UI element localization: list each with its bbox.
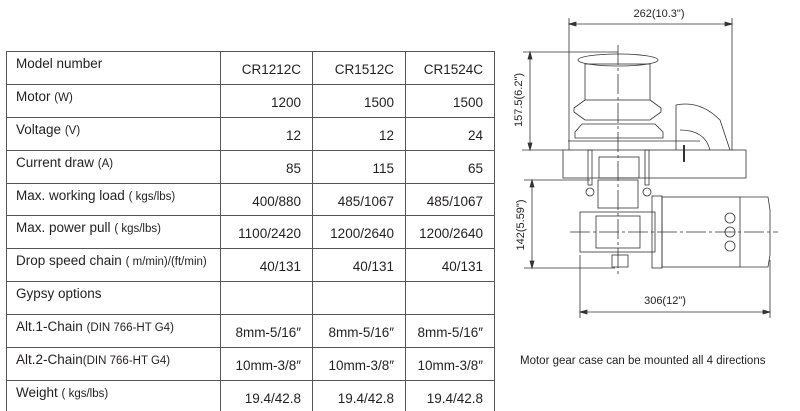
capstan-top xyxy=(577,53,659,67)
cell-value: 8mm-5/16″ xyxy=(312,314,406,349)
gear-case xyxy=(579,211,656,253)
drawing-caption: Motor gear case can be mounted all 4 dir… xyxy=(520,355,766,367)
dim-height-lower: 142(5.59") xyxy=(515,200,527,251)
row-unit: (W) xyxy=(54,91,73,104)
row-label-text: Alt.1-Chain xyxy=(16,319,83,335)
row-label: Alt.1-Chain (DIN 766-HT G4) xyxy=(6,314,221,349)
cell-value: 40/131 xyxy=(312,248,406,283)
row-label-text: Drop speed chain xyxy=(16,253,122,269)
model-header: CR1212C xyxy=(220,51,313,85)
stud xyxy=(587,149,593,186)
row-unit: ( kgs/lbs) xyxy=(61,387,109,400)
arrow-icon xyxy=(578,309,772,315)
row-unit: ( kgs/lbs) xyxy=(128,190,176,203)
row-unit: ( kgs/lbs) xyxy=(114,223,161,236)
terminal-icon xyxy=(724,212,736,224)
row-label-text: Current draw xyxy=(16,154,95,170)
dim-height-upper: 157.5(6.2") xyxy=(513,73,525,127)
terminal-icon xyxy=(724,226,736,238)
cell-value: 8mm-5/16″ xyxy=(405,314,495,349)
cell-value: 1200/2640 xyxy=(405,215,495,250)
chain-deflector xyxy=(675,103,731,151)
model-header: CR1524C xyxy=(405,51,495,85)
cell-value: 19.4/42.8 xyxy=(405,379,495,411)
row-label: Max. power pull ( kgs/lbs) xyxy=(6,215,221,250)
cell-value: 10mm-3/8″ xyxy=(312,347,406,381)
cell-value: 485/1067 xyxy=(312,182,406,217)
row-label-text: Max. working load xyxy=(16,187,125,203)
row-label: Motor (W) xyxy=(6,83,221,118)
gear-case-inner xyxy=(595,215,641,249)
row-label-text: Weight xyxy=(16,384,58,400)
arrow-icon xyxy=(527,50,533,152)
cell-value: 1200 xyxy=(220,83,313,118)
nut xyxy=(642,187,652,197)
cell-value: 1500 xyxy=(405,83,495,118)
arrow-icon xyxy=(529,178,535,270)
table-row: Gypsy options xyxy=(6,281,495,316)
row-unit: (A) xyxy=(97,157,114,170)
motor-body xyxy=(661,196,741,268)
shaft-end xyxy=(611,254,629,268)
nut xyxy=(585,187,595,197)
cell-value: 10mm-3/8″ xyxy=(405,347,495,381)
header-label: Model number xyxy=(6,51,221,85)
terminal-icon xyxy=(724,240,736,252)
row-label-text: Max. power pull xyxy=(16,220,111,236)
row-label-text: Voltage xyxy=(16,121,62,137)
cell-value: 10mm-3/8″ xyxy=(220,347,313,381)
row-label-text: Motor xyxy=(16,88,51,104)
arrow-icon xyxy=(567,21,734,27)
table-row: Alt.1-Chain (DIN 766-HT G4)8mm-5/16″8mm-… xyxy=(6,314,495,349)
cell-value: 85 xyxy=(220,149,313,184)
table-header-row: Model number CR1212C CR1512C CR1524C xyxy=(6,51,495,85)
row-unit: (DIN 766-HT G4) xyxy=(82,355,171,368)
capstan-flare xyxy=(573,99,662,121)
stud xyxy=(644,149,650,186)
cell-value: 1100/2420 xyxy=(220,215,313,250)
table-row: Drop speed chain ( m/min)/(ft/min) 40/131… xyxy=(6,248,495,283)
dim-width-top: 262(10.3") xyxy=(634,8,685,20)
dim-width-bottom: 306(12") xyxy=(644,295,686,307)
gypsy xyxy=(574,123,664,139)
cell-value: 115 xyxy=(312,149,406,184)
cell-value: 40/131 xyxy=(405,248,495,283)
shaft-column xyxy=(597,179,639,209)
deck-plate xyxy=(562,149,747,179)
row-unit: (V) xyxy=(64,124,81,137)
cell-value: 8mm-5/16″ xyxy=(220,314,313,349)
row-label: Voltage (V) xyxy=(6,116,221,151)
spec-table: Model number CR1212C CR1512C CR1524C Mot… xyxy=(6,51,495,411)
row-unit: ( m/min)/(ft/min) xyxy=(125,256,207,269)
motor-end-cap xyxy=(740,196,771,268)
row-label-text: Gypsy options xyxy=(16,286,102,302)
cell-value: 19.4/42.8 xyxy=(312,379,406,411)
cell-value: 65 xyxy=(405,149,495,184)
shaft-housing xyxy=(598,156,640,179)
row-label-text: Alt.2-Chain xyxy=(16,352,83,368)
chain-deflector-inner xyxy=(679,129,711,151)
capstan-drum xyxy=(584,63,651,101)
row-label: Weight ( kgs/lbs) xyxy=(6,379,221,411)
row-unit: (DIN 766-HT G4) xyxy=(86,322,174,335)
cell-value xyxy=(405,281,495,316)
row-label: Gypsy options xyxy=(6,281,221,316)
cell-value: 19.4/42.8 xyxy=(220,379,313,411)
row-label: Drop speed chain ( m/min)/(ft/min) xyxy=(6,248,221,283)
cell-value: 400/880 xyxy=(220,182,313,217)
cell-value: 1500 xyxy=(312,83,406,118)
